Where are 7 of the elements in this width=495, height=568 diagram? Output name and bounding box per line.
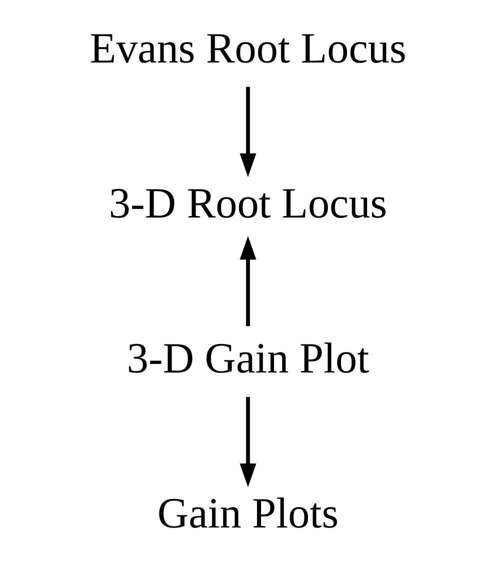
node-text: Gain Plots xyxy=(156,490,338,538)
arrow xyxy=(239,397,256,488)
node-text: 3-D Gain Plot xyxy=(126,336,369,383)
node-text: Evans Root Locus xyxy=(89,25,406,72)
arrow xyxy=(239,86,256,177)
node-text: 3-D Root Locus xyxy=(108,180,387,228)
arrow xyxy=(239,236,256,326)
